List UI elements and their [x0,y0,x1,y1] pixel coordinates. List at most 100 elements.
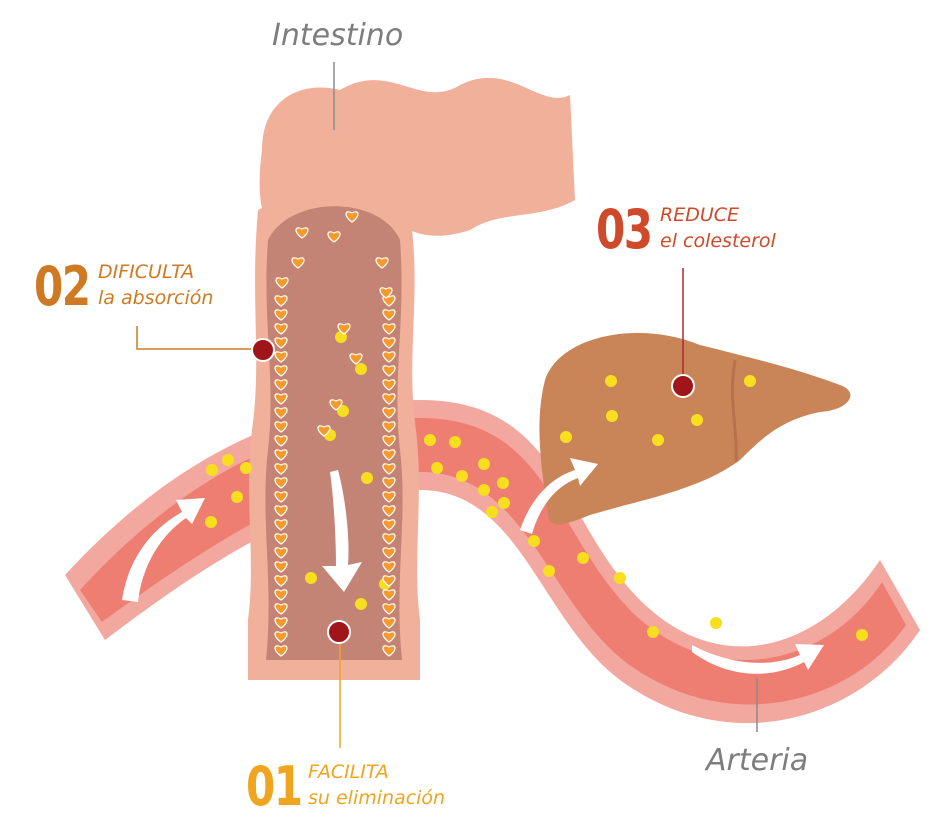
heart-icon [382,393,396,405]
heart-icon [382,323,396,335]
heart-icon [295,227,309,239]
particle-dot [560,431,572,443]
particle-dot [486,506,498,518]
heart-icon [329,399,343,411]
heart-icon [375,257,389,269]
connector-02 [136,326,262,350]
particle-dot [206,464,218,476]
heart-icon [274,477,288,489]
particle-dot [577,552,589,564]
markers [251,338,695,644]
particle-dot [456,470,468,482]
step-01-subtitle: su eliminación [308,787,446,809]
heart-icon [274,617,288,629]
heart-icon [317,425,331,437]
heart-icon [382,491,396,503]
step-01-title: FACILITA [308,761,389,783]
particle-dot [647,626,659,638]
step-02-number: 02 [34,255,91,318]
particle-dot [478,484,490,496]
heart-icon [274,589,288,601]
heart-icon [274,505,288,517]
heart-icon [382,351,396,363]
particle-dot [305,572,317,584]
particle-dot [240,462,252,474]
artery [65,400,920,724]
fiber-particles [274,211,396,657]
marker-02 [251,338,275,362]
heart-icon [382,463,396,475]
step-02-subtitle: la absorción [98,287,214,309]
heart-icon [382,435,396,447]
heart-icon [382,519,396,531]
particle-dot [856,629,868,641]
heart-icon [274,603,288,615]
particle-dot [605,375,617,387]
heart-icon [382,407,396,419]
intestine [248,77,575,680]
heart-icon [327,231,341,243]
heart-icon [274,491,288,503]
particle-dot [614,572,626,584]
particle-dot [337,405,349,417]
particle-dot [691,414,703,426]
heart-icon [382,589,396,601]
heart-icon [274,575,288,587]
heart-icon [379,287,393,299]
heart-icon [382,337,396,349]
cholesterol-particles [205,331,868,641]
step-02-title: DIFICULTA [98,261,195,283]
particle-dot [355,598,367,610]
heart-icon [345,211,359,223]
particle-dot [744,375,756,387]
heart-icon [274,323,288,335]
heart-icon [382,379,396,391]
heart-icon [274,309,288,321]
step-03-subtitle: el colesterol [660,230,776,252]
liver-lobe-divider [730,359,738,463]
heart-icon [382,421,396,433]
heart-icon [274,421,288,433]
heart-icon [382,547,396,559]
heart-icon [274,337,288,349]
heart-icon [291,257,305,269]
heart-icon [274,463,288,475]
particle-dot [478,458,490,470]
down-arrow-icon [322,470,362,592]
heart-icon [274,449,288,461]
heart-icon [382,617,396,629]
particle-dot [498,497,510,509]
heart-icon [274,379,288,391]
heart-icon [274,351,288,363]
heart-icon [382,365,396,377]
particle-dot [543,565,555,577]
particle-dot [652,434,664,446]
particle-dot [431,462,443,474]
curved-arrow-icon [122,498,205,602]
artery-label: Arteria [706,743,809,778]
heart-icon [382,309,396,321]
heart-icon [274,365,288,377]
heart-icon [274,295,288,307]
liver [539,332,851,525]
step-03-title: REDUCE [660,204,740,226]
flow-arrows [122,458,824,674]
particle-dot [222,454,234,466]
particle-dot [231,491,243,503]
heart-icon [349,353,363,365]
heart-icon [274,547,288,559]
heart-icon [337,323,351,335]
heart-icon [274,393,288,405]
particle-dot [424,434,436,446]
marker-03 [671,374,695,398]
particle-dot [528,535,540,547]
particle-dot [361,472,373,484]
heart-icon [274,645,288,657]
heart-icon [274,631,288,643]
intestine-label: Intestino [272,18,404,53]
step-01-number: 01 [246,755,303,818]
connectors [136,62,758,748]
particle-dot [606,410,618,422]
heart-icon [382,603,396,615]
